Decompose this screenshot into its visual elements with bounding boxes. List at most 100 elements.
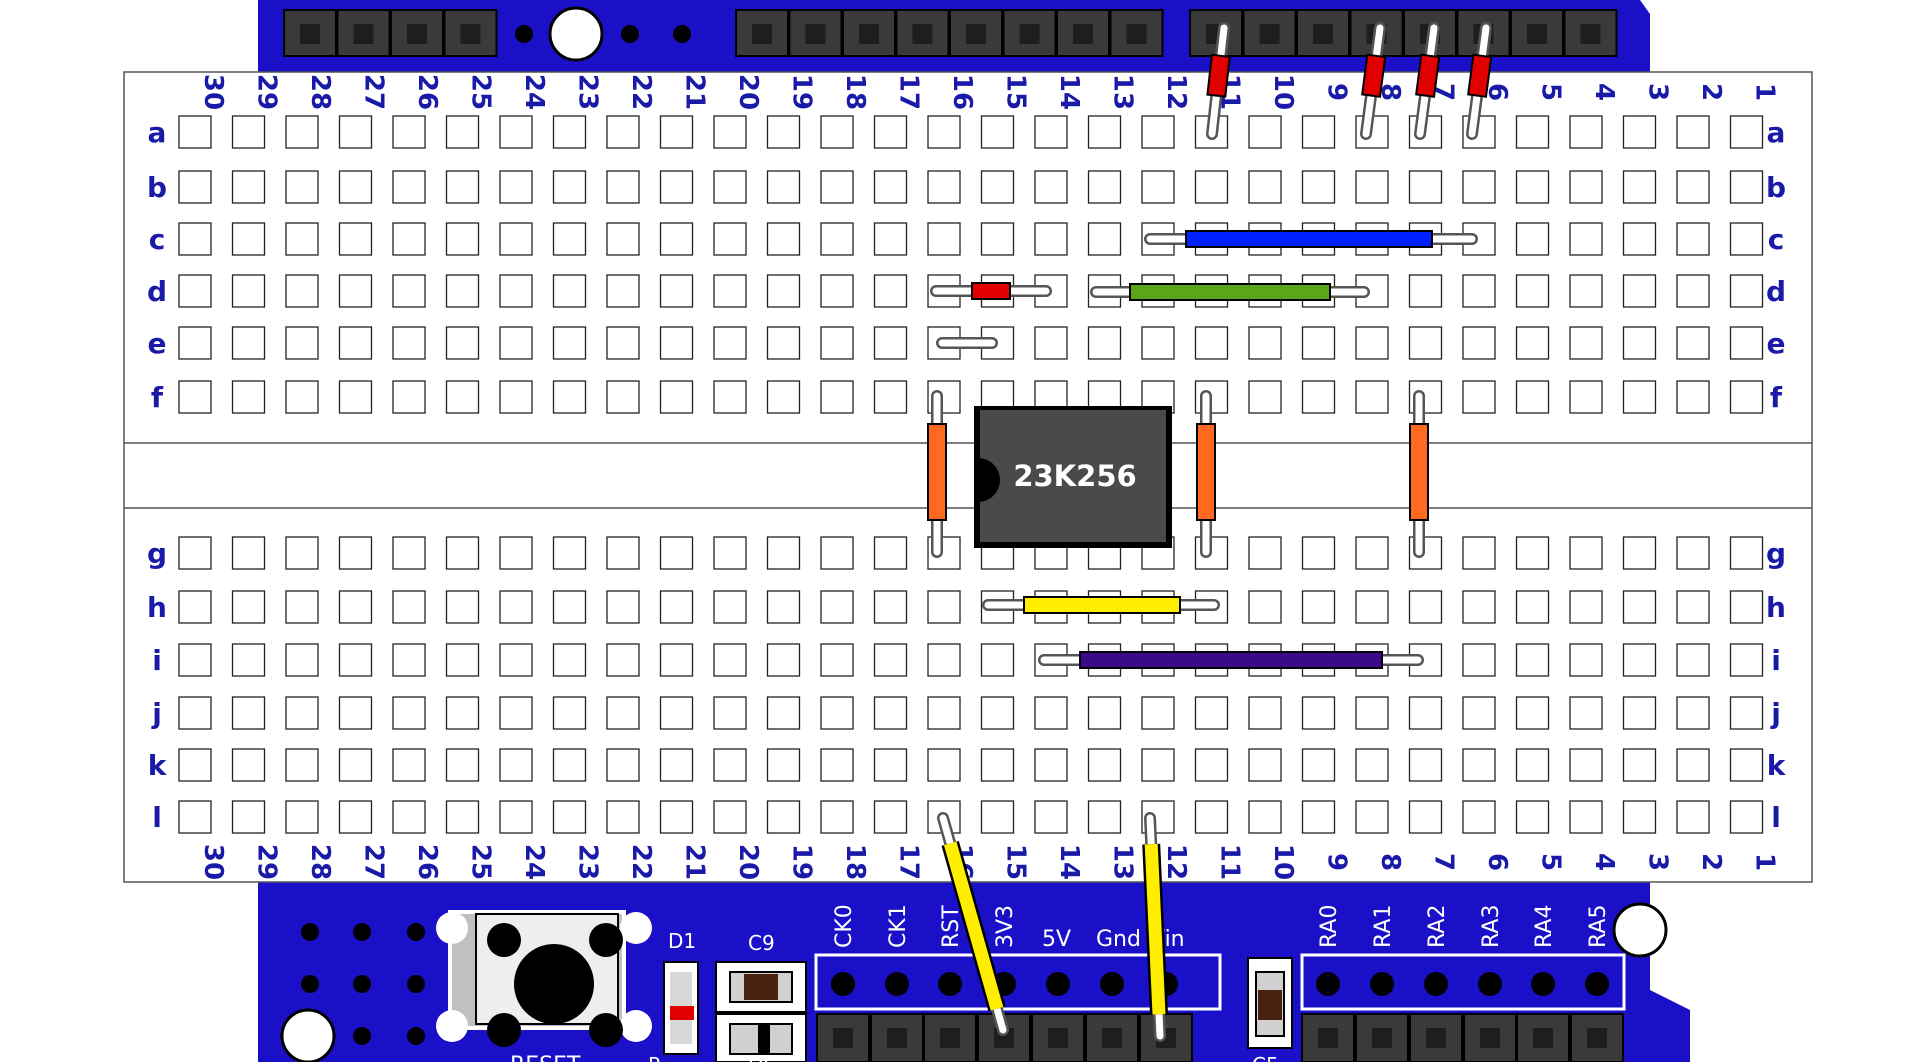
- breadboard-hole[interactable]: [445, 696, 480, 730]
- breadboard-hole[interactable]: [392, 536, 426, 570]
- breadboard-hole[interactable]: [178, 536, 212, 570]
- breadboard-hole[interactable]: [1676, 643, 1710, 677]
- breadboard-hole[interactable]: [1729, 222, 1764, 256]
- breadboard-hole[interactable]: [1622, 115, 1657, 149]
- breadboard-hole[interactable]: [659, 274, 694, 308]
- breadboard-hole[interactable]: [338, 643, 373, 677]
- breadboard-hole[interactable]: [1569, 222, 1603, 256]
- breadboard-hole[interactable]: [552, 748, 587, 782]
- breadboard-hole[interactable]: [1569, 590, 1603, 624]
- breadboard-hole[interactable]: [873, 222, 908, 256]
- breadboard-hole[interactable]: [1248, 115, 1282, 149]
- breadboard-hole[interactable]: [1355, 748, 1389, 782]
- breadboard-hole[interactable]: [1622, 326, 1657, 360]
- breadboard-hole[interactable]: [1355, 800, 1389, 834]
- breadboard-hole[interactable]: [820, 274, 854, 308]
- breadboard-hole[interactable]: [1355, 590, 1389, 624]
- breadboard-hole[interactable]: [1676, 170, 1710, 204]
- breadboard-hole[interactable]: [1462, 274, 1496, 308]
- breadboard-hole[interactable]: [231, 800, 266, 834]
- breadboard-hole[interactable]: [338, 274, 373, 308]
- ic-chip-23k256[interactable]: 23K256: [974, 406, 1172, 548]
- breadboard-hole[interactable]: [1248, 748, 1282, 782]
- orange-resistor-1[interactable]: [927, 390, 947, 558]
- breadboard-hole[interactable]: [606, 590, 640, 624]
- breadboard-hole[interactable]: [873, 274, 908, 308]
- breadboard-hole[interactable]: [1034, 800, 1068, 834]
- breadboard-hole[interactable]: [659, 590, 694, 624]
- breadboard-hole[interactable]: [552, 536, 587, 570]
- breadboard-hole[interactable]: [1034, 115, 1068, 149]
- breadboard-hole[interactable]: [1462, 326, 1496, 360]
- breadboard-hole[interactable]: [1141, 326, 1175, 360]
- breadboard-hole[interactable]: [392, 748, 426, 782]
- breadboard-hole[interactable]: [445, 380, 480, 414]
- breadboard-hole[interactable]: [178, 748, 212, 782]
- breadboard-hole[interactable]: [606, 748, 640, 782]
- breadboard-hole[interactable]: [499, 748, 533, 782]
- breadboard-hole[interactable]: [659, 643, 694, 677]
- breadboard-hole[interactable]: [445, 274, 480, 308]
- breadboard-hole[interactable]: [178, 222, 212, 256]
- breadboard-hole[interactable]: [1301, 800, 1336, 834]
- breadboard-hole[interactable]: [766, 380, 801, 414]
- breadboard-hole[interactable]: [178, 326, 212, 360]
- breadboard-hole[interactable]: [1408, 274, 1443, 308]
- breadboard-hole[interactable]: [392, 170, 426, 204]
- breadboard-hole[interactable]: [713, 536, 747, 570]
- breadboard-hole[interactable]: [1034, 326, 1068, 360]
- breadboard-hole[interactable]: [606, 380, 640, 414]
- breadboard-hole[interactable]: [606, 274, 640, 308]
- breadboard-hole[interactable]: [873, 800, 908, 834]
- breadboard-hole[interactable]: [1301, 380, 1336, 414]
- yellow-wire-gnd[interactable]: [1142, 812, 1168, 1042]
- breadboard-hole[interactable]: [285, 222, 319, 256]
- breadboard-hole[interactable]: [980, 800, 1015, 834]
- breadboard-hole[interactable]: [285, 800, 319, 834]
- breadboard-hole[interactable]: [873, 536, 908, 570]
- breadboard-hole[interactable]: [178, 115, 212, 149]
- breadboard-hole[interactable]: [1515, 115, 1550, 149]
- breadboard-hole[interactable]: [820, 590, 854, 624]
- breadboard-hole[interactable]: [231, 643, 266, 677]
- breadboard-hole[interactable]: [1622, 696, 1657, 730]
- breadboard-hole[interactable]: [499, 696, 533, 730]
- breadboard-hole[interactable]: [392, 326, 426, 360]
- breadboard-hole[interactable]: [1729, 326, 1764, 360]
- breadboard-hole[interactable]: [1676, 274, 1710, 308]
- breadboard-hole[interactable]: [231, 536, 266, 570]
- breadboard-hole[interactable]: [766, 326, 801, 360]
- breadboard-hole[interactable]: [231, 115, 266, 149]
- breadboard-hole[interactable]: [1408, 590, 1443, 624]
- breadboard-hole[interactable]: [1087, 115, 1122, 149]
- purple-jumper-wire[interactable]: [1038, 651, 1424, 669]
- breadboard-hole[interactable]: [338, 536, 373, 570]
- breadboard-hole[interactable]: [499, 380, 533, 414]
- breadboard-hole[interactable]: [499, 115, 533, 149]
- breadboard-hole[interactable]: [927, 643, 961, 677]
- breadboard-hole[interactable]: [552, 170, 587, 204]
- breadboard-hole[interactable]: [713, 643, 747, 677]
- breadboard-hole[interactable]: [713, 274, 747, 308]
- breadboard-hole[interactable]: [499, 274, 533, 308]
- breadboard-hole[interactable]: [1141, 170, 1175, 204]
- breadboard-hole[interactable]: [606, 536, 640, 570]
- breadboard-hole[interactable]: [1729, 380, 1764, 414]
- breadboard-hole[interactable]: [178, 590, 212, 624]
- breadboard-hole[interactable]: [445, 170, 480, 204]
- breadboard-hole[interactable]: [1569, 274, 1603, 308]
- breadboard-hole[interactable]: [552, 222, 587, 256]
- breadboard-hole[interactable]: [1087, 748, 1122, 782]
- breadboard-hole[interactable]: [552, 643, 587, 677]
- breadboard-hole[interactable]: [713, 115, 747, 149]
- breadboard-hole[interactable]: [1569, 115, 1603, 149]
- breadboard-hole[interactable]: [606, 170, 640, 204]
- breadboard-hole[interactable]: [285, 696, 319, 730]
- breadboard-hole[interactable]: [1141, 748, 1175, 782]
- breadboard-hole[interactable]: [1676, 222, 1710, 256]
- yellow-wire-3v3[interactable]: [937, 812, 1009, 1036]
- breadboard-hole[interactable]: [1301, 115, 1336, 149]
- breadboard-hole[interactable]: [1676, 380, 1710, 414]
- breadboard-hole[interactable]: [820, 696, 854, 730]
- breadboard-hole[interactable]: [1569, 800, 1603, 834]
